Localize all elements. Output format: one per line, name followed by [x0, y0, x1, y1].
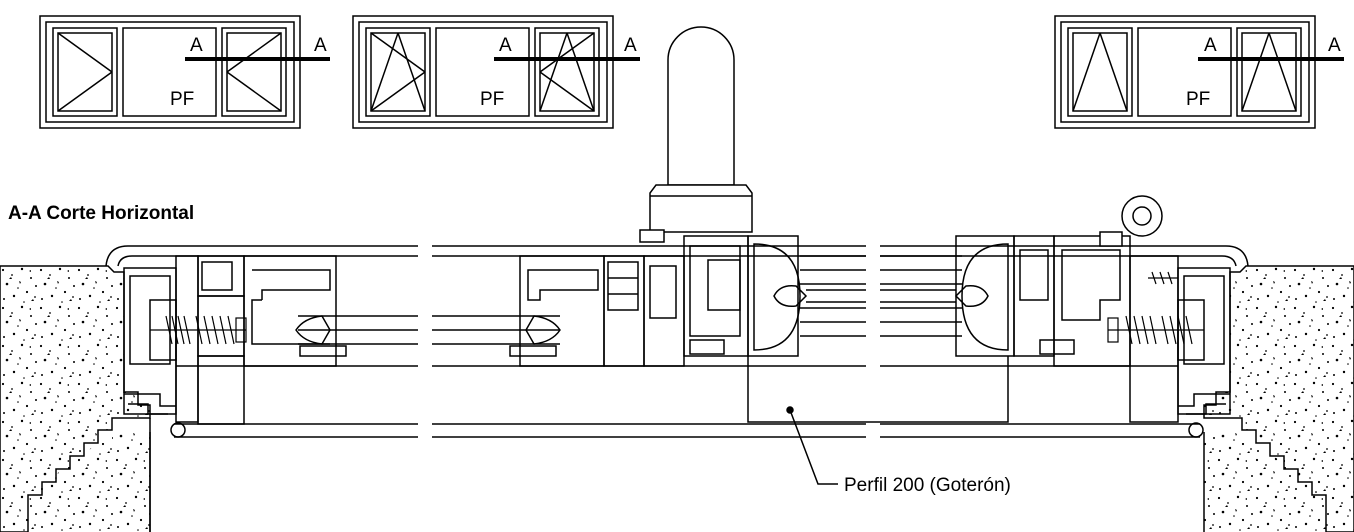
- left-anchor-screw: [150, 315, 247, 345]
- window-elevation-center: [352, 15, 640, 129]
- callout-label: Perfil 200 (Goterón): [844, 475, 1011, 496]
- fixed-pane-label-left: PF: [170, 89, 194, 110]
- cut-mark-outer-right: A: [1328, 35, 1341, 56]
- wall-right-lower: [1204, 432, 1326, 532]
- right-anchor-screw: [1107, 271, 1204, 345]
- cut-mark-outer-center: A: [624, 35, 637, 56]
- left-glazing: [295, 315, 561, 357]
- cut-mark-inner-right: A: [1204, 35, 1217, 56]
- window-elevation-right: [1054, 15, 1344, 129]
- fixed-pane-label-center: PF: [480, 89, 504, 110]
- callout-leader: [789, 409, 838, 485]
- cut-mark-outer-left: A: [314, 35, 327, 56]
- cut-mark-inner-left: A: [190, 35, 203, 56]
- center-glazing: [773, 255, 989, 337]
- left-step-profiles: [124, 393, 176, 415]
- sill-lines: [170, 422, 1204, 438]
- right-frame-profiles: [1053, 195, 1231, 423]
- center-sash-profiles: [683, 235, 1075, 357]
- section-title: A-A Corte Horizontal: [8, 203, 194, 224]
- right-step-profiles: [1178, 393, 1230, 415]
- wall-left-lower: [28, 432, 150, 532]
- fixed-pane-label-right: PF: [1186, 89, 1210, 110]
- left-frame-profiles: [123, 255, 337, 425]
- outer-frame: [105, 245, 1249, 367]
- cut-mark-inner-center: A: [499, 35, 512, 56]
- center-left-frame: [519, 255, 685, 367]
- window-elevation-left: [39, 15, 330, 129]
- window-handle: [639, 26, 753, 243]
